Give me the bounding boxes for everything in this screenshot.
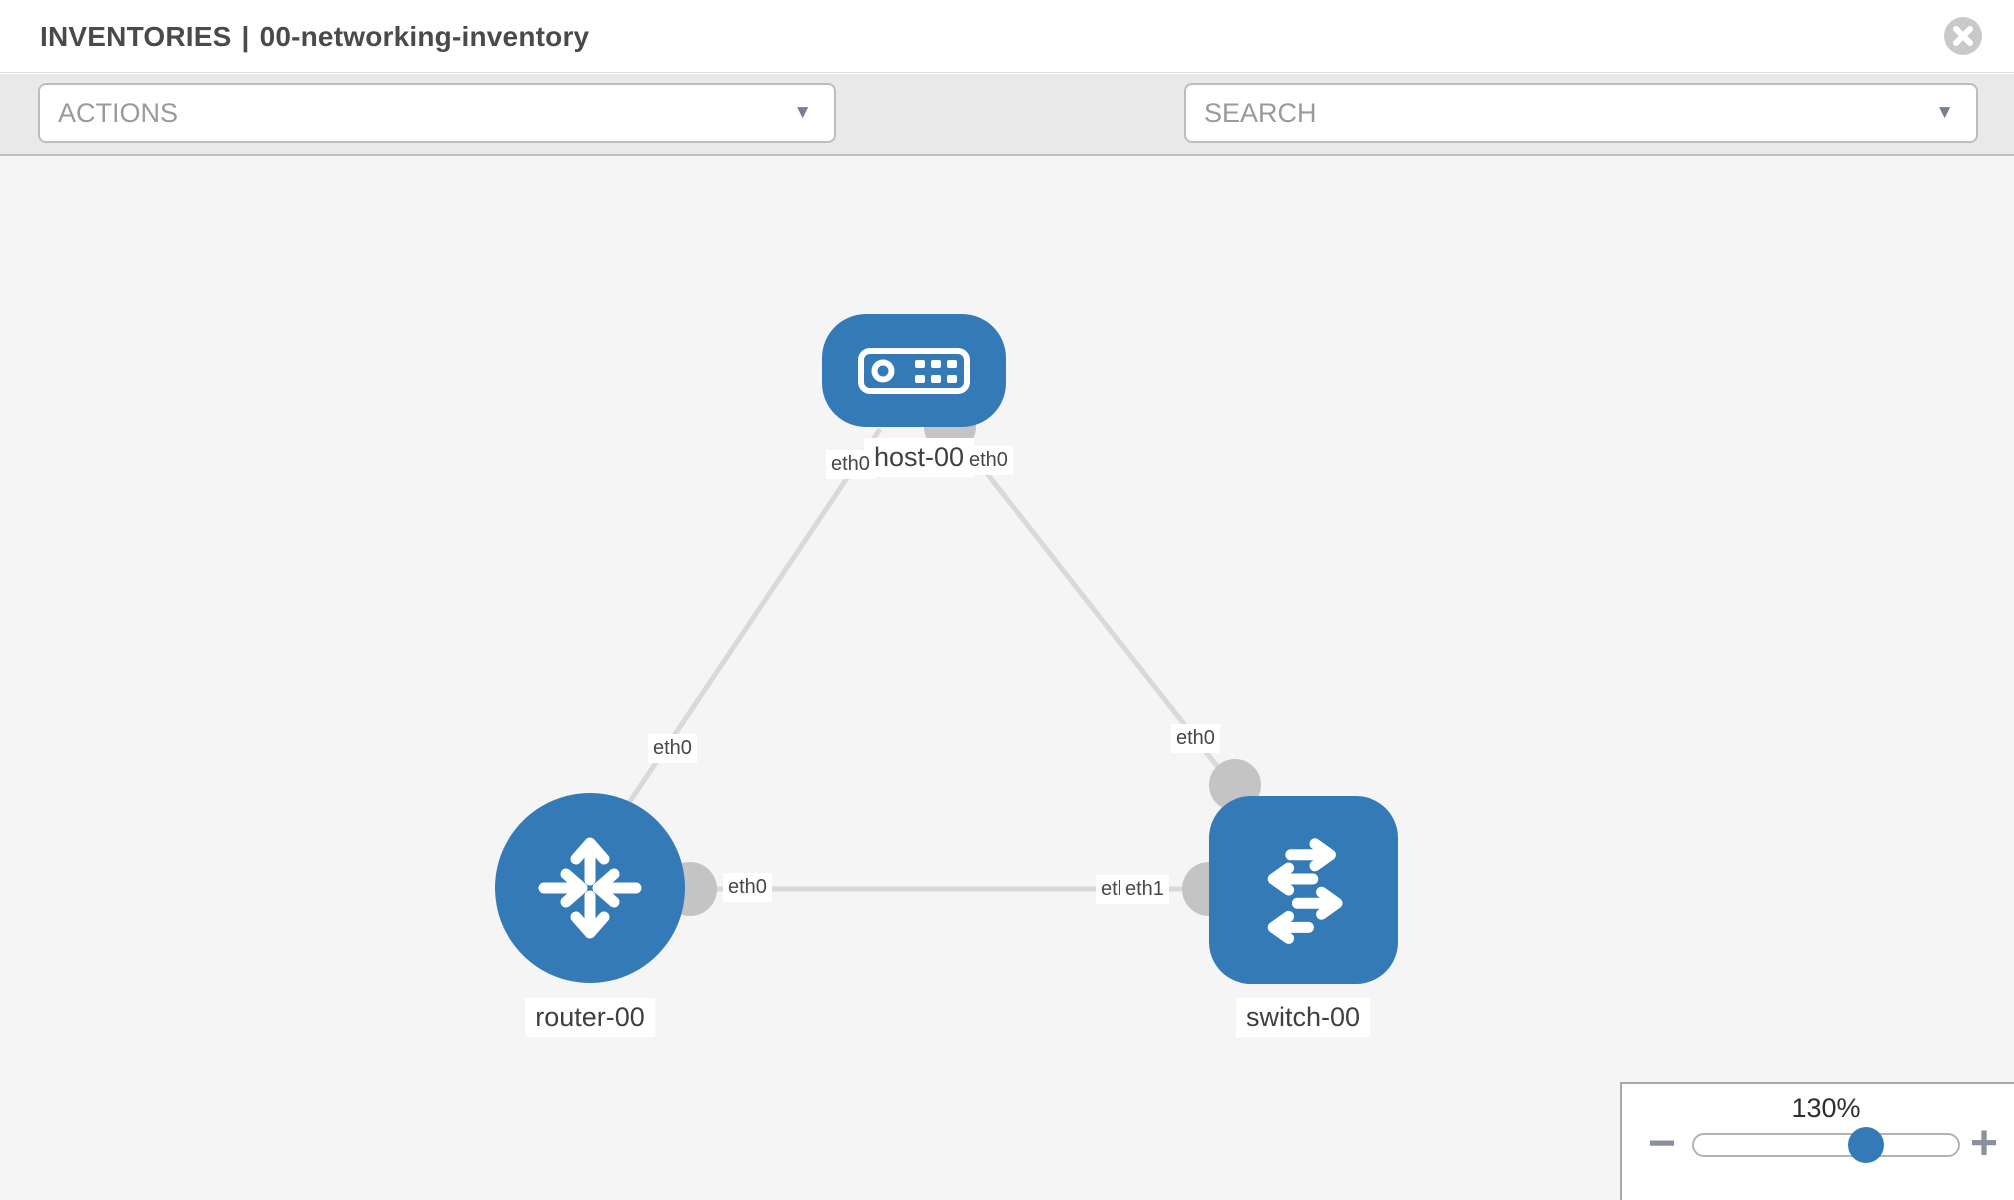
search-dropdown[interactable]: ▼ bbox=[1184, 83, 1978, 143]
node-label-router: router-00 bbox=[525, 998, 655, 1037]
node-switch-00[interactable] bbox=[1209, 796, 1398, 984]
if-label-switch-eth1: eth1 bbox=[1120, 875, 1169, 904]
toolbar: ACTIONS ▼ bbox=[0, 74, 2014, 211]
zoom-level: 130% bbox=[1791, 1093, 1861, 1123]
close-button[interactable] bbox=[1944, 17, 1982, 55]
switch-arrows-icon bbox=[1267, 838, 1342, 944]
zoom-in-button[interactable]: + bbox=[1962, 1116, 2006, 1172]
zoom-slider-knob[interactable] bbox=[1848, 1127, 1884, 1163]
if-label-switch-eth0-top: eth0 bbox=[1171, 724, 1220, 753]
node-label-host: host-00 bbox=[863, 438, 975, 477]
router-arrows-icon bbox=[538, 837, 642, 939]
zoom-slider-track[interactable] bbox=[1692, 1127, 1960, 1163]
if-label-host-eth0-left: eth0 bbox=[826, 450, 875, 479]
zoom-panel: 130% − + bbox=[1620, 1082, 2014, 1200]
header: INVENTORIES | 00-networking-inventory bbox=[0, 0, 2014, 73]
page-title-section: INVENTORIES bbox=[40, 21, 232, 52]
if-label-router-eth0-bottom: eth0 bbox=[723, 873, 772, 902]
inventory-name: 00-networking-inventory bbox=[259, 21, 590, 52]
zoom-out-button[interactable]: − bbox=[1640, 1116, 1684, 1172]
search-input[interactable] bbox=[1186, 85, 1976, 141]
node-host-00[interactable] bbox=[822, 314, 1006, 427]
close-icon bbox=[1944, 17, 1982, 55]
server-icon bbox=[858, 347, 970, 394]
page-title: INVENTORIES | 00-networking-inventory bbox=[40, 0, 589, 73]
if-label-router-eth0: eth0 bbox=[648, 734, 697, 763]
chevron-down-icon: ▼ bbox=[793, 102, 812, 123]
actions-dropdown[interactable]: ACTIONS ▼ bbox=[38, 83, 836, 143]
if-label-host-eth0-right: eth0 bbox=[964, 446, 1013, 475]
page-title-separator: | bbox=[241, 21, 250, 52]
node-label-switch: switch-00 bbox=[1235, 998, 1371, 1037]
link-host-router[interactable] bbox=[597, 427, 883, 848]
topology-wires bbox=[590, 401, 1300, 916]
node-router-00[interactable] bbox=[495, 793, 685, 983]
actions-dropdown-value: ACTIONS bbox=[58, 98, 179, 128]
topology-canvas[interactable]: host-00 router-00 switch-00 eth0 eth0 et… bbox=[0, 156, 2014, 1200]
